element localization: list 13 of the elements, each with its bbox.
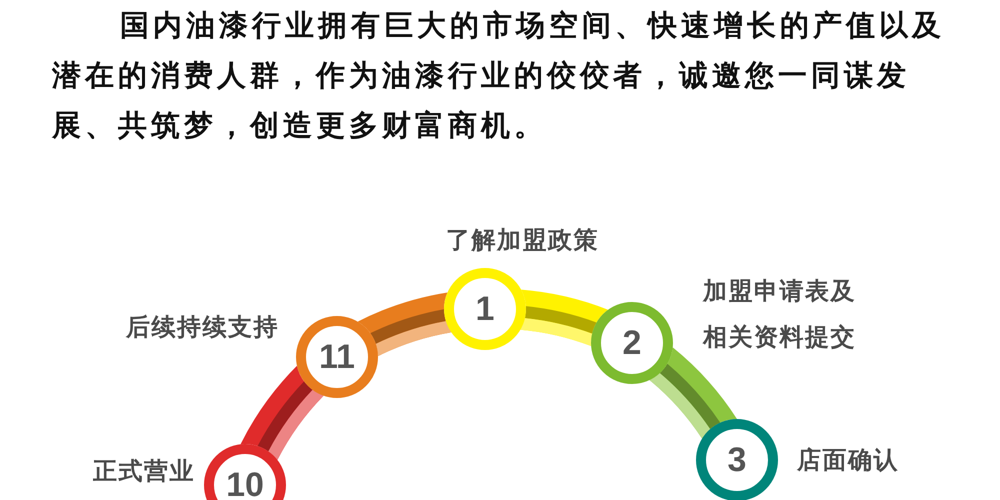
step-number: 11 xyxy=(319,340,355,374)
step-circle xyxy=(696,419,778,500)
step-label: 后续持续支持 xyxy=(126,312,280,343)
step-circle xyxy=(296,316,378,398)
step-number: 2 xyxy=(622,326,642,360)
step-label: 了解加盟政策 xyxy=(446,225,600,256)
step-number: 1 xyxy=(476,292,494,326)
step-label: 店面确认 xyxy=(797,445,900,476)
step-number: 3 xyxy=(728,443,746,477)
step-label: 正式营业 xyxy=(93,456,196,487)
step-label: 加盟申请表及相关资料提交 xyxy=(703,276,857,353)
step-number: 10 xyxy=(226,468,264,500)
intro-paragraph: 国内油漆行业拥有巨大的市场空间、快速增长的产值以及潜在的消费人群，作为油漆行业的佼佼者，诚邀您一同谋发展、共筑梦，创造更多财富商机。 xyxy=(52,7,946,144)
